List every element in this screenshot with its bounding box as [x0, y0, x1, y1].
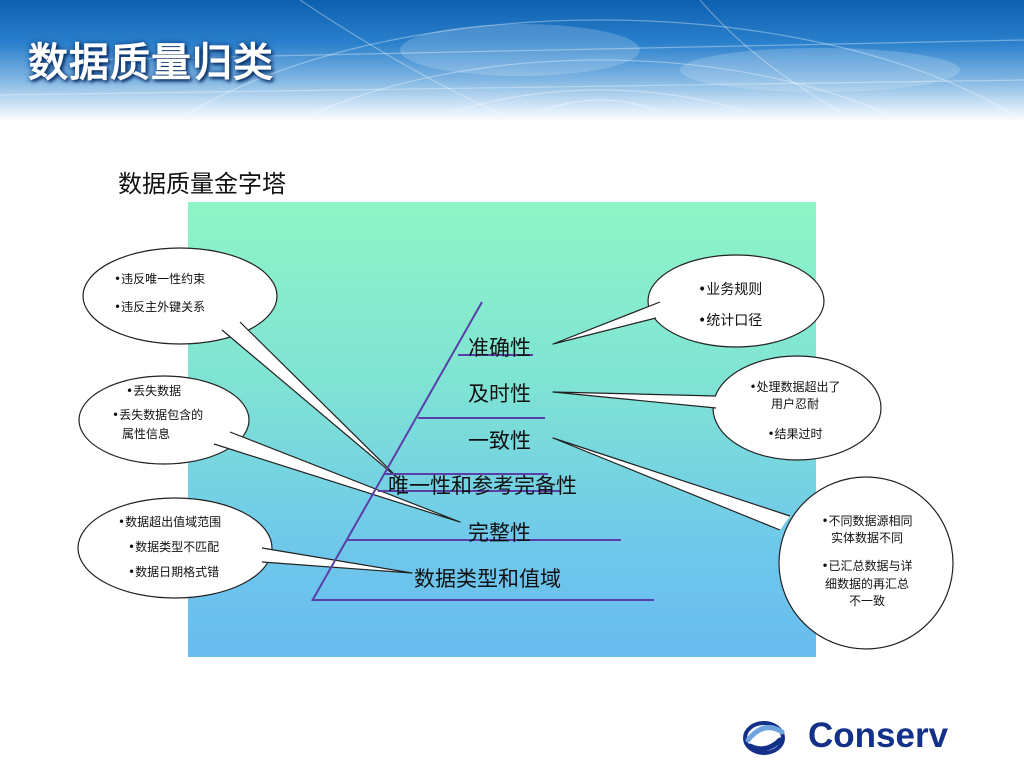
bubble-item: 属性信息 [122, 427, 171, 442]
bubble-item: •已汇总数据与详 [821, 559, 913, 574]
diagram-title: 数据质量金字塔 [118, 170, 286, 198]
bubble-item: •违反主外键关系 [114, 300, 206, 315]
level-accuracy: 准确性 [468, 336, 531, 360]
bubble-item: 细数据的再汇总 [824, 576, 909, 591]
bubble-shape-consistency [778, 476, 954, 650]
bubble-item: •丢失数据 [126, 384, 182, 398]
callout-uniqueness [221, 321, 401, 481]
callout-consistency [552, 437, 791, 531]
bubble-completeness: •丢失数据 •丢失数据包含的 属性信息 [112, 380, 203, 446]
pyramid-left-edge [311, 301, 483, 602]
bubble-shape-accuracy [647, 254, 825, 348]
header-banner: 数据质量归类 [0, 0, 1024, 122]
bubble-item: •结果过时 [767, 427, 823, 442]
bubble-consistency: •不同数据源相同 实体数据不同 •已汇总数据与详 细数据的再汇总 不一致 [800, 512, 934, 610]
bubble-item: 用户忍耐 [770, 397, 819, 412]
company-logo-text: Conserv [808, 716, 949, 755]
bubble-accuracy: •业务规则 •统计口径 [698, 278, 762, 334]
bubble-item: •丢失数据包含的 [112, 408, 204, 423]
callout-completeness [213, 431, 461, 523]
bubble-shape-domain [77, 497, 273, 599]
level-completeness: 完整性 [468, 521, 531, 545]
callout-timeliness [552, 391, 717, 409]
bubble-shape-completeness [78, 375, 250, 465]
bubble-shape-uniqueness [82, 247, 278, 345]
bubble-item: •统计口径 [698, 312, 763, 329]
bubble-uniqueness: •违反唯一性约束 •违反主外键关系 [114, 268, 205, 318]
bubble-timeliness: •处理数据超出了 用户忍耐 •结果过时 [735, 378, 855, 444]
globe-pattern [0, 0, 1024, 122]
bubble-item: •违反唯一性约束 [114, 272, 206, 286]
level-consistency: 一致性 [468, 429, 531, 453]
slide-title: 数据质量归类 [28, 40, 274, 86]
bubble-item: •数据日期格式错 [128, 565, 220, 580]
bubble-item: •业务规则 [698, 282, 763, 298]
bubble-item: •不同数据源相同 [821, 514, 913, 528]
bubble-domain: •数据超出值域范围 •数据类型不匹配 •数据日期格式错 [118, 511, 221, 584]
bubble-item: •数据类型不匹配 [128, 540, 220, 555]
conserv-logo-icon [743, 721, 785, 755]
bubble-item: •数据超出值域范围 [118, 515, 222, 529]
callout-accuracy [552, 301, 661, 345]
level-uniqueness-referential: 唯一性和参考完备性 [388, 474, 577, 498]
level-type-domain: 数据类型和值域 [414, 567, 561, 591]
bubble-item: 不一致 [848, 593, 885, 608]
level-timeliness: 及时性 [468, 382, 531, 406]
callout-domain [261, 547, 413, 574]
bubble-item: 实体数据不同 [830, 531, 903, 546]
bubble-item: •处理数据超出了 [749, 380, 841, 394]
